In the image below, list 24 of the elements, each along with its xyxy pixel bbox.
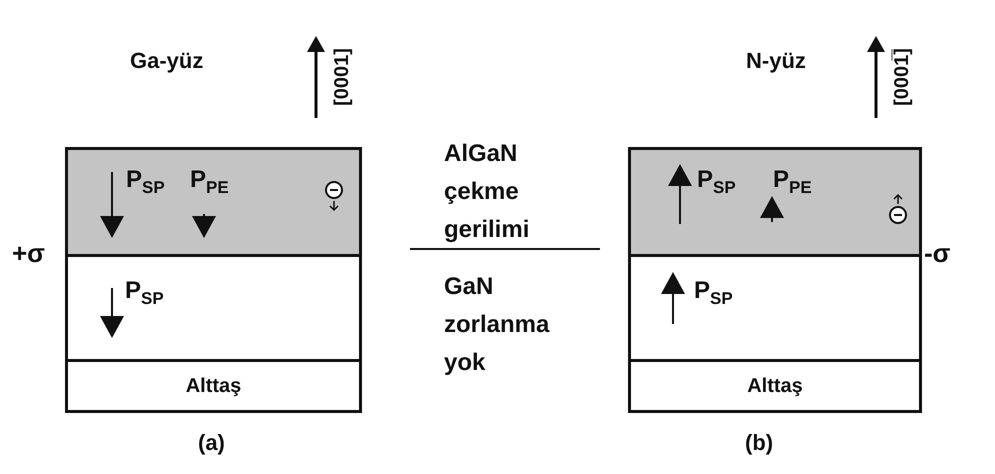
polarization-label: P$_{SP}$ — [694, 279, 733, 307]
layer-label: Alttaş — [746, 376, 804, 396]
direction-label: [0001] — [332, 48, 352, 106]
substrate-layer — [65, 359, 362, 413]
face-label: Ga-yüz — [130, 50, 204, 72]
polarization-label: P$_{SP}$ — [697, 168, 736, 196]
polarization-label: P$_{PE}$ — [773, 168, 812, 196]
algan-layer — [628, 147, 922, 257]
panel-label: (a) — [198, 432, 225, 454]
charge-label: -σ — [924, 240, 950, 266]
algan-layer — [65, 147, 362, 257]
charge-label: +σ — [12, 240, 45, 266]
panel-label: (b) — [745, 432, 774, 454]
direction-label: [0001̅] — [892, 48, 912, 106]
material-label: AlGaN çekme gerilimi — [444, 139, 530, 245]
polarization-label: P$_{SP}$ — [125, 279, 164, 307]
substrate-layer — [628, 359, 922, 413]
polarization-label: P$_{SP}$ — [126, 168, 165, 196]
polarization-label: P$_{PE}$ — [190, 168, 229, 196]
material-label: GaN zorlanma yok — [444, 272, 550, 378]
gan-layer — [628, 254, 922, 362]
face-label: N-yüz — [746, 50, 806, 72]
layer-label: Alttaş — [184, 376, 242, 396]
gan-layer — [65, 254, 362, 362]
